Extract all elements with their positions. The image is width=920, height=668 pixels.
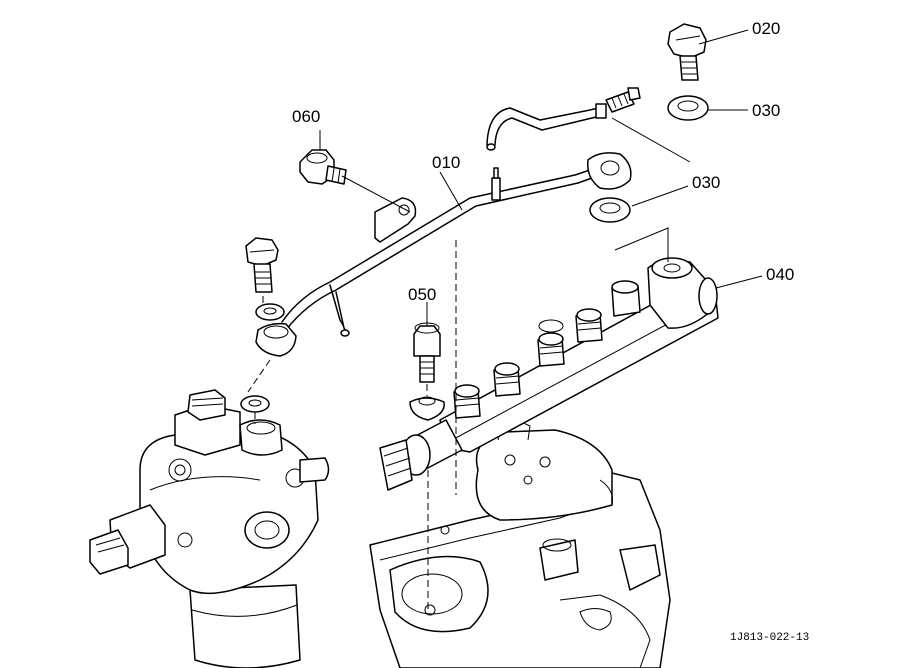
- callout-050: 050: [408, 285, 436, 304]
- callout-020: 020: [752, 19, 780, 38]
- callout-030-lower: 030: [692, 173, 720, 192]
- callout-010: 010: [432, 153, 460, 172]
- drawing-reference-number: 1J813-022-13: [730, 632, 809, 644]
- banjo-bolt-left: [245, 237, 279, 293]
- washer-030-upper: [667, 95, 709, 121]
- washer-left-upper: [255, 303, 285, 321]
- rail-pressure-sensor: [379, 419, 463, 610]
- washer-left-lower: [240, 395, 270, 413]
- washer-030-lower: [589, 197, 631, 223]
- supply-pump: [89, 389, 330, 668]
- common-rail-040: [439, 257, 719, 453]
- engine-head-housing: [369, 421, 671, 668]
- callout-040: 040: [766, 265, 794, 284]
- assembly-centerlines: [247, 240, 457, 495]
- callout-030-upper: 030: [752, 101, 780, 120]
- leader-lines: [319, 29, 763, 326]
- bolt-060: [299, 149, 347, 185]
- callout-060: 060: [292, 107, 320, 126]
- return-hose: [486, 87, 641, 151]
- banjo-bolt-020: [667, 23, 707, 81]
- bolt-050: [409, 322, 445, 421]
